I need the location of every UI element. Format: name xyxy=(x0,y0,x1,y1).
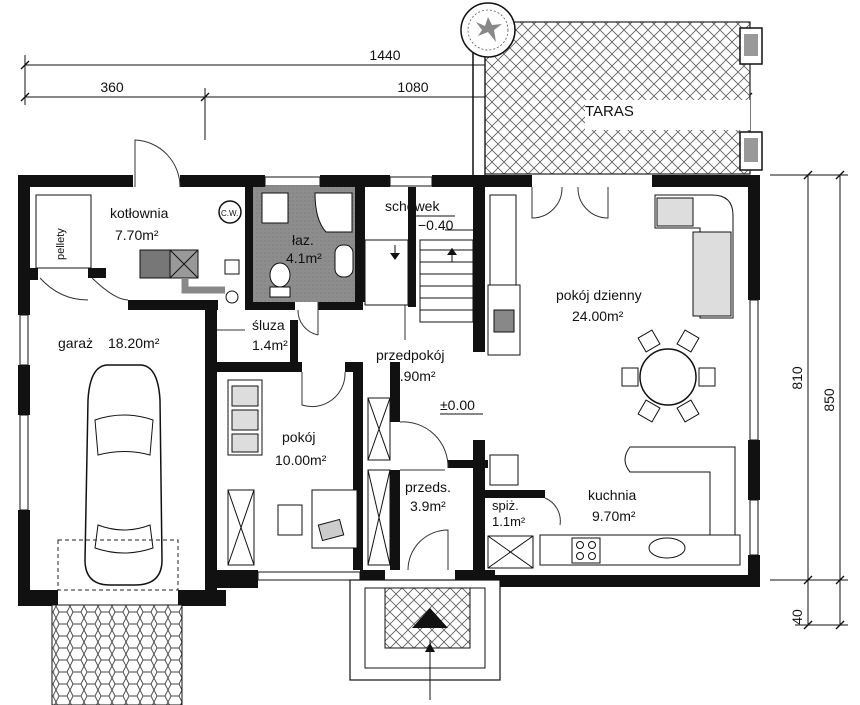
dim-height-inner: 810 xyxy=(789,366,805,390)
room-garaz-area: 18.20m² xyxy=(108,335,160,351)
room-pokoj-area: 10.00m² xyxy=(275,452,327,468)
dim-garage-width: 360 xyxy=(100,79,124,95)
room-pellety-name: pellety xyxy=(55,228,67,260)
bathroom-fixtures xyxy=(261,192,354,298)
room-sluza-name: śluza xyxy=(252,317,285,333)
room-kotlownia-area: 7.70m² xyxy=(115,227,159,243)
room-przedsionek-name: przeds. xyxy=(405,479,451,495)
windows xyxy=(19,176,759,581)
room-schowek-name: schowek xyxy=(385,198,440,214)
dim-height-total: 850 xyxy=(821,388,837,412)
porch xyxy=(349,579,501,700)
garage-car xyxy=(57,364,179,591)
room-kuchnia-area: 9.70m² xyxy=(592,508,636,524)
room-przedpokoj-name: przedpokój xyxy=(376,347,445,363)
dim-house-width: 1080 xyxy=(397,79,428,95)
stairs xyxy=(364,229,474,323)
room-kotlownia-name: kotłownia xyxy=(110,205,169,221)
terrace xyxy=(460,2,763,175)
terrace-label: TARAS xyxy=(585,103,634,120)
room-schowek-level: −0.40 xyxy=(418,217,454,233)
room-kuchnia-name: kuchnia xyxy=(588,487,636,503)
room-sluza-area: 1.4m² xyxy=(252,337,288,353)
room-garaz-name: garaż xyxy=(58,335,93,351)
level-zero: ±0.00 xyxy=(440,397,475,413)
room-furniture xyxy=(227,379,391,566)
dim-total-width: 1440 xyxy=(369,47,400,63)
driveway xyxy=(51,604,183,705)
cw-label: C.W. xyxy=(221,209,238,218)
room-pokoj-dzienny-name: pokój dzienny xyxy=(556,287,642,303)
room-pokoj-dzienny-area: 24.00m² xyxy=(572,308,624,324)
room-lazienka-area: 4.1m² xyxy=(286,250,322,266)
room-lazienka-name: łaz. xyxy=(292,232,314,248)
living-furniture xyxy=(487,194,734,423)
dim-porch: 40 xyxy=(789,609,805,625)
room-pokoj-name: pokój xyxy=(282,429,315,445)
room-przedsionek-area: 3.9m² xyxy=(410,498,446,514)
room-spizarnia-area: 1.1m² xyxy=(492,514,526,529)
room-przedpokoj-area: 7.90m² xyxy=(392,368,436,384)
dimension-lines xyxy=(20,55,848,630)
room-spizarnia-name: spiż. xyxy=(492,498,519,513)
boiler-fixtures xyxy=(35,194,242,304)
kitchen-furniture xyxy=(487,446,741,569)
walls xyxy=(18,175,760,606)
